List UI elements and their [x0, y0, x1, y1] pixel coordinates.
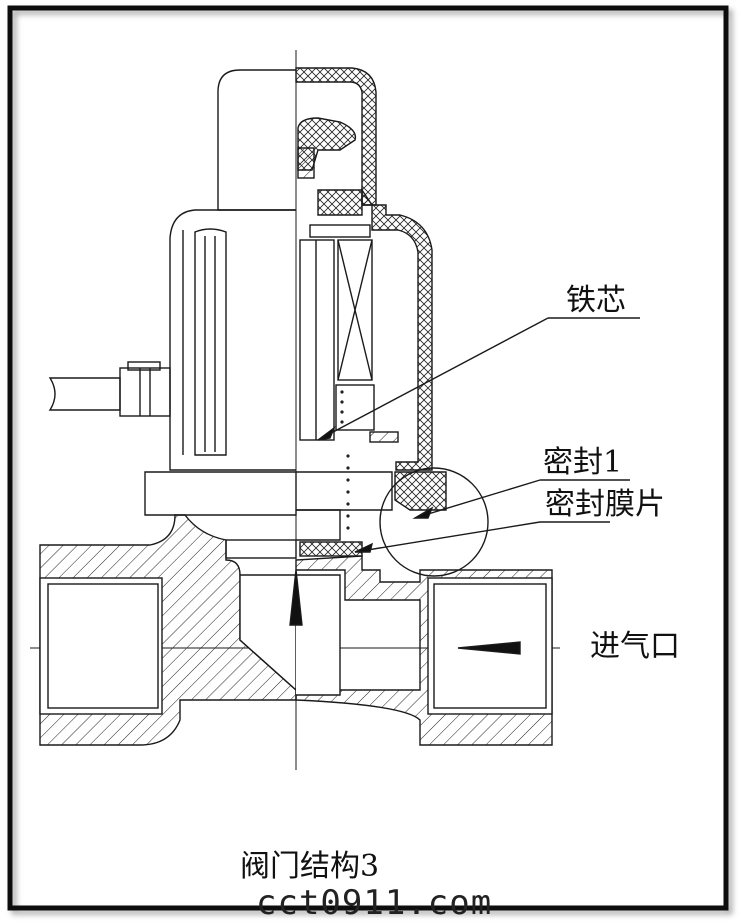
top-cap-left: [217, 69, 296, 211]
spring: [340, 390, 350, 530]
coil-housing-left: [169, 209, 296, 471]
watermark: cct0911.com: [256, 883, 493, 923]
leader-iron-core: [317, 317, 549, 441]
iron-core: [299, 239, 335, 441]
cap-knob-stem: [297, 147, 315, 179]
label-seal-diaphragm: 密封膜片: [545, 487, 665, 522]
mid-flange: [144, 471, 297, 516]
label-seal-1: 密封1: [543, 445, 623, 480]
seal-diaphragm: [299, 541, 363, 557]
inlet-arrow: [457, 641, 521, 655]
detail-circle: [379, 467, 489, 577]
label-iron-core: 铁芯: [566, 283, 626, 318]
border-frame: [7, 5, 729, 911]
label-gas-inlet: 进气口: [590, 629, 680, 664]
leader-seal-diaphragm: [354, 521, 541, 553]
cable-connector: [48, 361, 171, 417]
leader-seal-1: [414, 479, 541, 519]
left-port: [39, 577, 163, 715]
figure-caption: 阀门结构3: [240, 849, 380, 884]
up-arrow: [289, 569, 303, 626]
coil-housing-right: [361, 187, 433, 471]
